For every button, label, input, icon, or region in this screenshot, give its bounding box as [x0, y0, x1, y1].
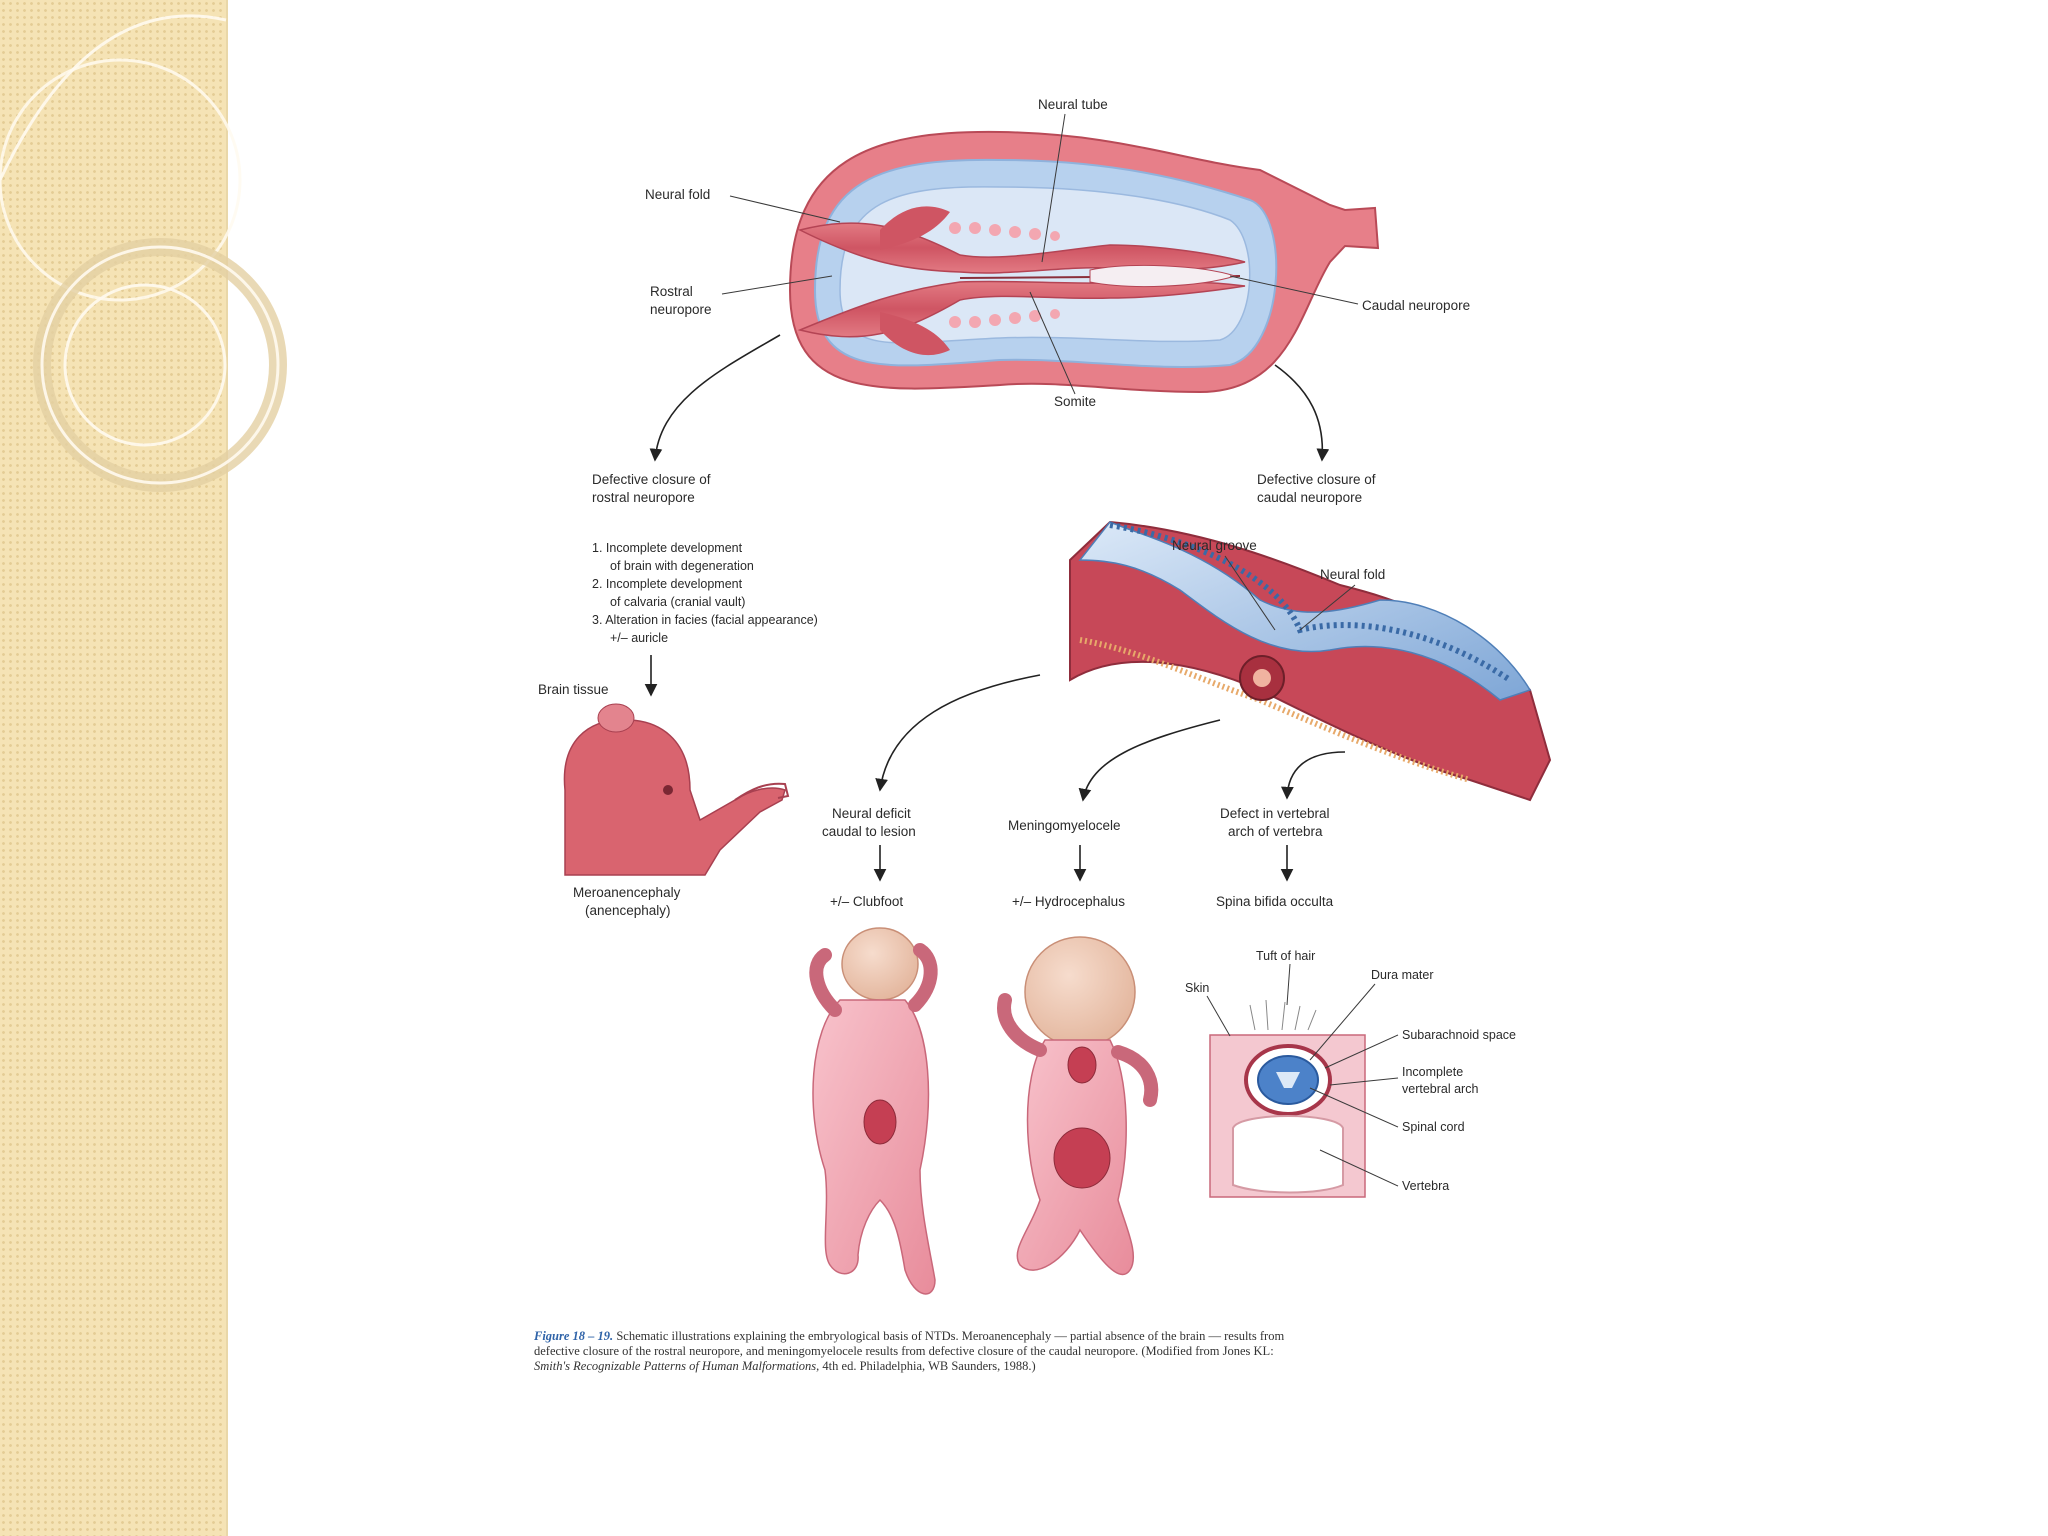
- rostral-effect-3b: +/– auricle: [610, 631, 668, 645]
- arrow-to-meningomyelocele: [1078, 719, 1221, 802]
- brain-fold-upper: [880, 206, 950, 250]
- rostral-effect-2b: of calvaria (cranial vault): [610, 595, 745, 609]
- anencephalic-infant-illustration: [563, 703, 790, 876]
- caption-figure-number: Figure 18 – 19.: [534, 1329, 614, 1343]
- decorative-rings: [0, 14, 287, 492]
- outcome-1-result: +/– Clubfoot: [830, 894, 903, 909]
- label-neural-fold-top: Neural fold: [645, 187, 710, 202]
- label-vertebra: Vertebra: [1402, 1179, 1449, 1193]
- result-line2: (anencephaly): [585, 903, 671, 918]
- infant-clubfoot-illustration: [809, 927, 938, 1295]
- label-skin: Skin: [1185, 981, 1209, 995]
- rostral-effect-1b: of brain with degeneration: [610, 559, 754, 573]
- label-neural-tube: Neural tube: [1038, 97, 1108, 112]
- label-dura-mater: Dura mater: [1371, 968, 1434, 982]
- label-neural-groove: Neural groove: [1172, 538, 1257, 553]
- caption-line1: Schematic illustrations explaining the e…: [616, 1329, 1285, 1343]
- outcome-vertebral-defect: Defect in vertebral arch of vertebra Spi…: [1216, 806, 1334, 909]
- caudal-title-line1: Defective closure of: [1257, 472, 1376, 487]
- outcome-1-line1: Neural deficit: [832, 806, 911, 821]
- label-rostral-line1: Rostral: [650, 284, 693, 299]
- arrow-to-vertebral-defect: [1281, 751, 1346, 800]
- label-somite: Somite: [1054, 394, 1096, 409]
- label-subarachnoid-space: Subarachnoid space: [1402, 1028, 1516, 1042]
- caption-line3: 4th ed. Philadelphia, WB Saunders, 1988.…: [822, 1359, 1036, 1373]
- arrow-to-rostral: [649, 334, 781, 462]
- infant-meningomyelocele-illustration: [997, 936, 1159, 1276]
- spina-bifida-cross-section: [1209, 999, 1366, 1198]
- figure-caption: Figure 18 – 19. Schematic illustrations …: [534, 1329, 1554, 1374]
- label-rostral-line2: neuropore: [650, 302, 712, 317]
- label-incomplete-arch-1: Incomplete: [1402, 1065, 1463, 1079]
- caption-book-title: Smith's Recognizable Patterns of Human M…: [534, 1359, 820, 1373]
- outcome-3-line1: Defect in vertebral: [1220, 806, 1330, 821]
- label-spinal-cord: Spinal cord: [1402, 1120, 1465, 1134]
- label-tuft-of-hair: Tuft of hair: [1256, 949, 1315, 963]
- rostral-effect-3: 3. Alteration in facies (facial appearan…: [592, 613, 818, 627]
- outcome-3-result: Spina bifida occulta: [1216, 894, 1334, 909]
- arrow-to-neural-deficit: [875, 674, 1041, 792]
- rostral-effect-1: 1. Incomplete development: [592, 541, 743, 555]
- arrow-to-caudal: [1274, 364, 1330, 462]
- label-incomplete-arch-2: vertebral arch: [1402, 1082, 1478, 1096]
- outcome-1-line2: caudal to lesion: [822, 824, 916, 839]
- rostral-effect-2: 2. Incomplete development: [592, 577, 743, 591]
- caption-line2: defective closure of the rostral neuropo…: [534, 1344, 1274, 1358]
- outcome-2-result: +/– Hydrocephalus: [1012, 894, 1125, 909]
- rostral-title-line2: rostral neuropore: [592, 490, 695, 505]
- embryo-dorsal-view: [788, 130, 1380, 394]
- brain-fold-lower: [880, 312, 950, 356]
- label-brain-tissue: Brain tissue: [538, 682, 609, 697]
- outcome-meningomyelocele: Meningomyelocele +/– Hydrocephalus: [1008, 818, 1125, 909]
- outcome-2-line1: Meningomyelocele: [1008, 818, 1121, 833]
- label-neural-fold-segment: Neural fold: [1320, 567, 1385, 582]
- somites: [949, 222, 1060, 328]
- rostral-title-line1: Defective closure of: [592, 472, 711, 487]
- result-line1: Meroanencephaly: [573, 885, 681, 900]
- sidebar-edge: [226, 0, 228, 1536]
- label-caudal-neuropore: Caudal neuropore: [1362, 298, 1470, 313]
- outcome-neural-deficit: Neural deficit caudal to lesion +/– Club…: [822, 806, 916, 909]
- caudal-neuropore-opening: [1089, 264, 1237, 288]
- outcome-3-line2: arch of vertebra: [1228, 824, 1323, 839]
- caudal-title-line2: caudal neuropore: [1257, 490, 1362, 505]
